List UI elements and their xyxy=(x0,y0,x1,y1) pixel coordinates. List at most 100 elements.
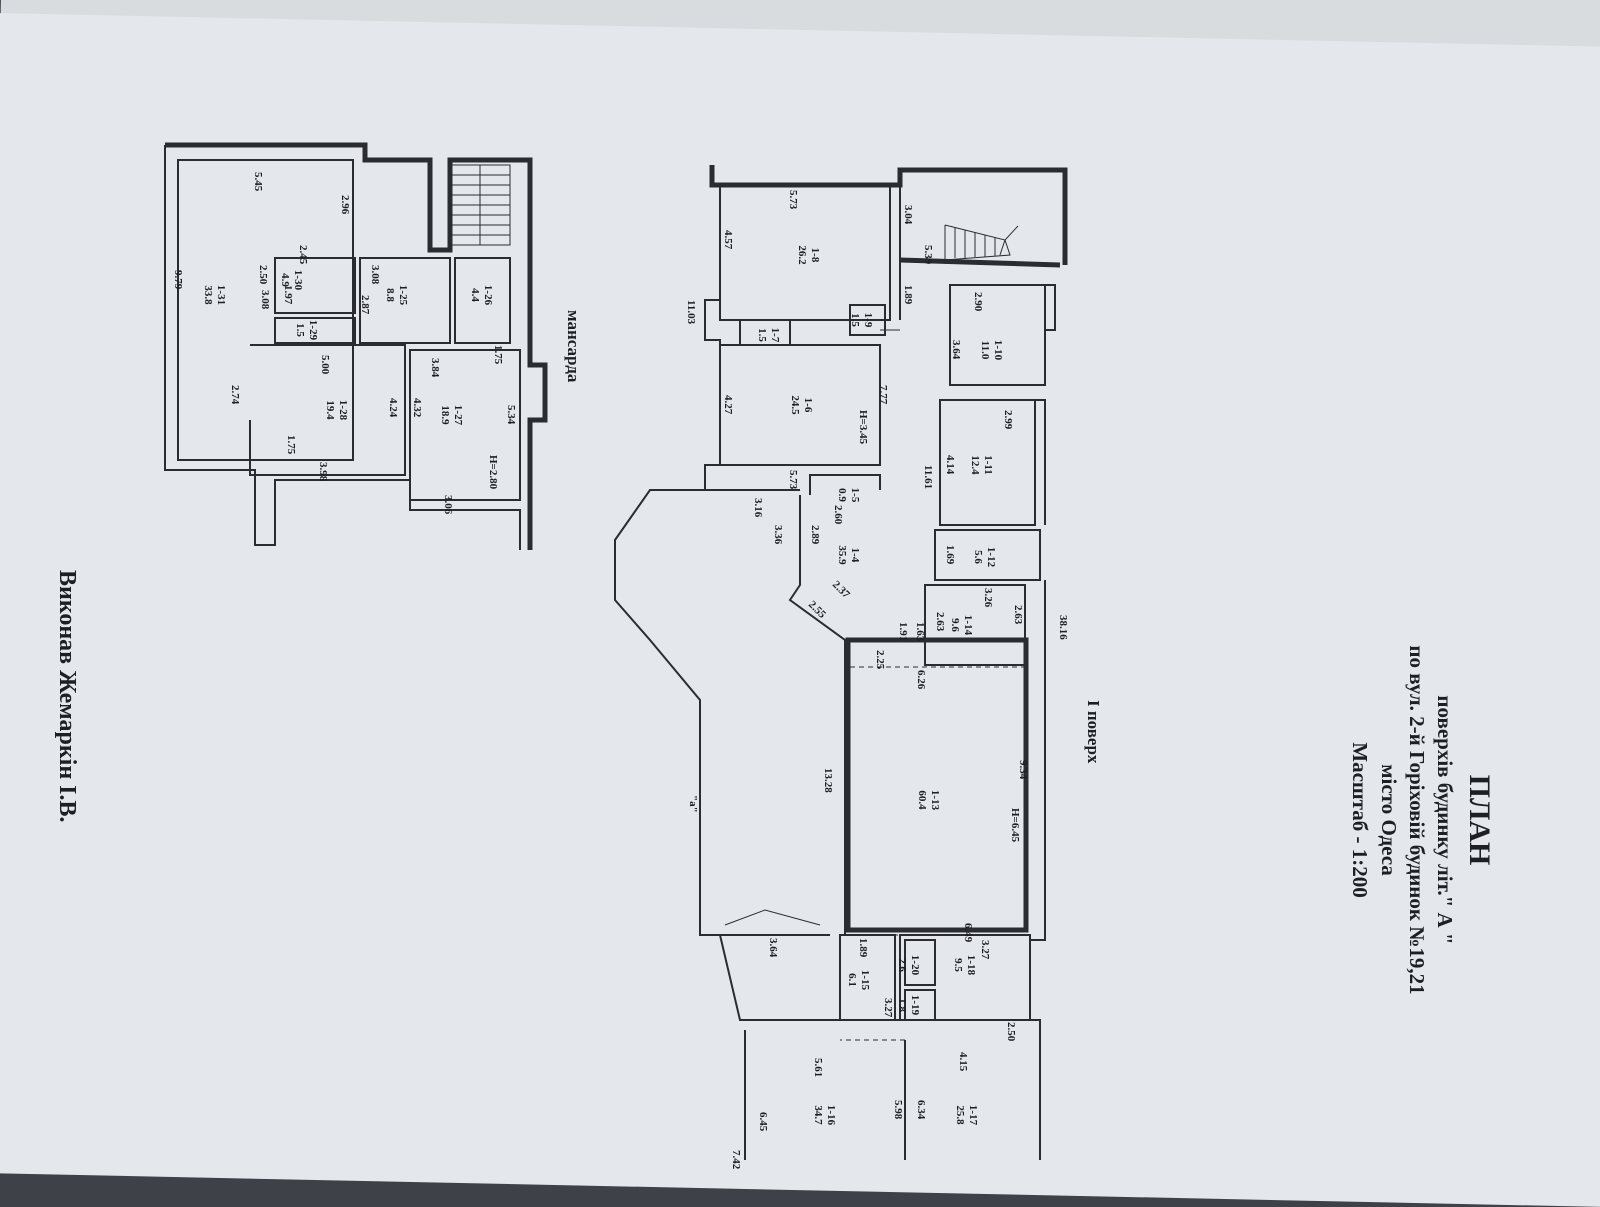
ground-room-1-20: 1-20 2.6 xyxy=(896,955,921,976)
room-area: 9.5 xyxy=(952,958,964,972)
dimension: 4.14 xyxy=(944,455,956,475)
dimension: 3.26 xyxy=(982,588,994,608)
room-area: 9.6 xyxy=(949,618,961,632)
room-area: 25.8 xyxy=(954,1105,966,1125)
ground-room-1-18: 1-18 9.5 xyxy=(952,955,977,976)
dimension: 3.08 xyxy=(259,290,271,310)
room-number: 1-25 xyxy=(397,285,409,306)
dimension: 1.69 xyxy=(944,545,956,565)
dimension: 2.99 xyxy=(1002,410,1014,430)
dimension: 3.04 xyxy=(902,205,914,225)
room-number: 1-27 xyxy=(452,405,464,426)
room-area: 35.9 xyxy=(836,545,848,565)
room-number: 1-18 xyxy=(965,955,977,976)
room-area: 12.4 xyxy=(969,455,981,475)
room-area: 4.9 xyxy=(279,273,291,287)
ground-room-1-15: 1-15 6.1 xyxy=(846,970,871,991)
dimension: 1.97 xyxy=(282,285,294,305)
dimension: 3.06 xyxy=(442,495,454,515)
dimension: 5.98 xyxy=(892,1100,904,1120)
room-number: 1-6 xyxy=(802,398,814,413)
room-number: 1-20 xyxy=(909,955,921,976)
room-number: 1-10 xyxy=(992,340,1004,361)
room-number: 1-30 xyxy=(292,270,304,291)
room-area: 1.8 xyxy=(896,998,908,1012)
dimension: 38.16 xyxy=(1057,615,1069,640)
room-area: 1.5 xyxy=(849,313,861,327)
ground-room-1-11: 1-11 12.4 xyxy=(969,455,994,475)
dimension: 3.64 xyxy=(950,340,962,360)
room-area: 11.0 xyxy=(979,341,991,360)
ground-room-1-9: 1-9 1.5 xyxy=(849,313,874,328)
ground-room-1-17: 1-17 25.8 xyxy=(954,1105,979,1126)
room-number: 1-19 xyxy=(909,995,921,1016)
dimension: 4.57 xyxy=(722,230,734,250)
dimension: 2.74 xyxy=(229,385,241,405)
attic-room-1-28: 1-28 19.4 xyxy=(324,400,349,421)
dimension: 5.73 xyxy=(787,190,799,210)
attic-walls xyxy=(164,142,548,550)
dimension: 2.50 xyxy=(257,265,269,285)
ground-room-1-12: 1-12 5.6 xyxy=(972,547,997,568)
dimension: 1.89 xyxy=(902,285,914,305)
room-area: 2.6 xyxy=(896,958,908,972)
room-number: 1-5 xyxy=(849,488,861,503)
dimension: 5.34 xyxy=(505,405,517,425)
room-area: 4.4 xyxy=(469,288,481,302)
dimension: 2.63 xyxy=(934,612,946,632)
room-number: 1-4 xyxy=(849,548,861,563)
dimension: 3.27 xyxy=(882,998,894,1018)
room-number: 1-13 xyxy=(929,790,941,811)
room-area: 26.2 xyxy=(796,245,808,265)
dimension: 2.63 xyxy=(1012,605,1024,625)
room-area: 5.6 xyxy=(972,550,984,564)
attic-room-1-29: 1-29 1.5 xyxy=(294,320,319,341)
ground-room-1-10: 1-10 11.0 xyxy=(979,340,1004,361)
attic-dimension-labels: 5.45 2.96 2.45 2.50 3.08 1.97 3.08 2.87 … xyxy=(172,172,517,515)
dimension: 1.91 xyxy=(897,622,909,641)
room-number: 1-31 xyxy=(215,285,227,305)
ground-room-1-7: 1-7 1.5 xyxy=(756,328,781,343)
ground-room-1-8: 1-8 26.2 xyxy=(796,245,821,265)
dimension: "а" xyxy=(687,795,699,813)
room-area: 1.5 xyxy=(756,328,768,342)
dimension: 2.55 xyxy=(806,599,828,621)
dimension: H=3.45 xyxy=(857,410,869,445)
room-number: 1-14 xyxy=(962,615,974,636)
room-area: 60.4 xyxy=(916,790,928,810)
dimension: H=6.45 xyxy=(1009,808,1021,843)
dimension: 2.37 xyxy=(830,579,852,601)
dimension: 3.16 xyxy=(752,498,764,518)
dimension: 9.79 xyxy=(172,270,184,290)
dimension: 7.77 xyxy=(877,385,889,405)
dimension: 2.45 xyxy=(297,245,309,265)
dimension: 2.25 xyxy=(874,650,886,670)
dimension: 3.08 xyxy=(369,265,381,285)
dimension: 2.96 xyxy=(339,195,351,215)
dimension: 5.39 xyxy=(922,245,934,265)
room-number: 1-17 xyxy=(967,1105,979,1126)
dimension: 3.98 xyxy=(317,462,329,482)
ground-room-1-19: 1-19 1.8 xyxy=(896,995,921,1016)
room-number: 1-16 xyxy=(825,1105,837,1126)
dimension: 6.26 xyxy=(915,670,927,690)
room-number: 1-28 xyxy=(337,400,349,421)
signature: Виконав Жемаркін І.В. xyxy=(54,570,80,823)
dimension: 4.24 xyxy=(387,398,399,418)
room-number: 1-12 xyxy=(985,547,997,568)
ground-dimension-labels: 5.73 3.04 5.39 4.57 11.03 1.89 2.90 3.64… xyxy=(685,190,1069,1170)
room-number: 1-9 xyxy=(862,313,874,328)
room-area: 18.9 xyxy=(439,405,451,425)
room-area: 33.8 xyxy=(202,285,214,305)
room-number: 1-26 xyxy=(482,285,494,306)
dimension: 11.03 xyxy=(685,300,697,325)
dimension: 1.89 xyxy=(857,938,869,958)
dimension: 11.61 xyxy=(922,465,934,489)
plan-title-line2: по вул. 2-й Горіховій будинок №19,21 xyxy=(1405,645,1429,994)
dimension: 5.45 xyxy=(252,172,264,192)
room-area: 6.1 xyxy=(846,973,858,987)
ground-room-1-16: 1-16 34.7 xyxy=(812,1105,837,1126)
dimension: 6.45 xyxy=(757,1112,769,1132)
dimension: 2.50 xyxy=(1005,1022,1017,1042)
